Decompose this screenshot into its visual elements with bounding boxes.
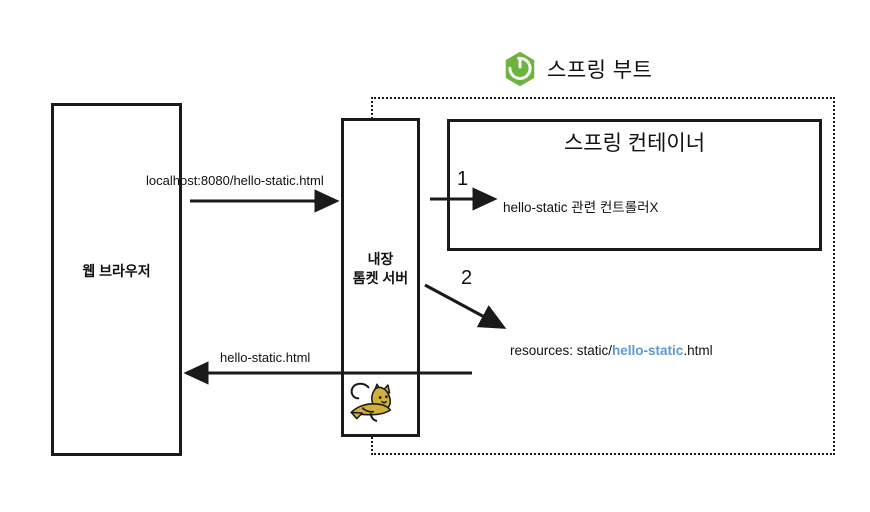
controller-miss-label: hello-static 관련 컨트롤러X	[503, 200, 659, 215]
resource-path-prefix: resources: static/	[510, 343, 613, 358]
request-url-label: localhost:8080/hello-static.html	[146, 173, 324, 188]
resource-path-highlight: hello-static	[612, 343, 684, 358]
resource-path-suffix: .html	[683, 343, 713, 358]
step-number-2: 2	[461, 267, 473, 289]
apache-tomcat-cat-icon	[344, 378, 396, 428]
tomcat-server-box	[341, 118, 420, 437]
resource-path-label: resources: static/hello-static.html	[510, 343, 713, 358]
web-browser-box	[51, 103, 182, 456]
spring-boot-title: 스프링 부트	[501, 50, 652, 88]
step-number-1: 1	[457, 168, 469, 190]
spring-container-box	[447, 119, 822, 251]
spring-boot-leaf-icon	[501, 50, 539, 88]
tomcat-server-label: 내장 톰켓 서버	[352, 251, 409, 286]
spring-boot-title-label: 스프링 부트	[547, 59, 653, 82]
response-file-label: hello-static.html	[220, 350, 311, 365]
spring-container-label: 스프링 컨테이너	[563, 132, 706, 155]
web-browser-label: 웹 브라우저	[82, 263, 151, 279]
